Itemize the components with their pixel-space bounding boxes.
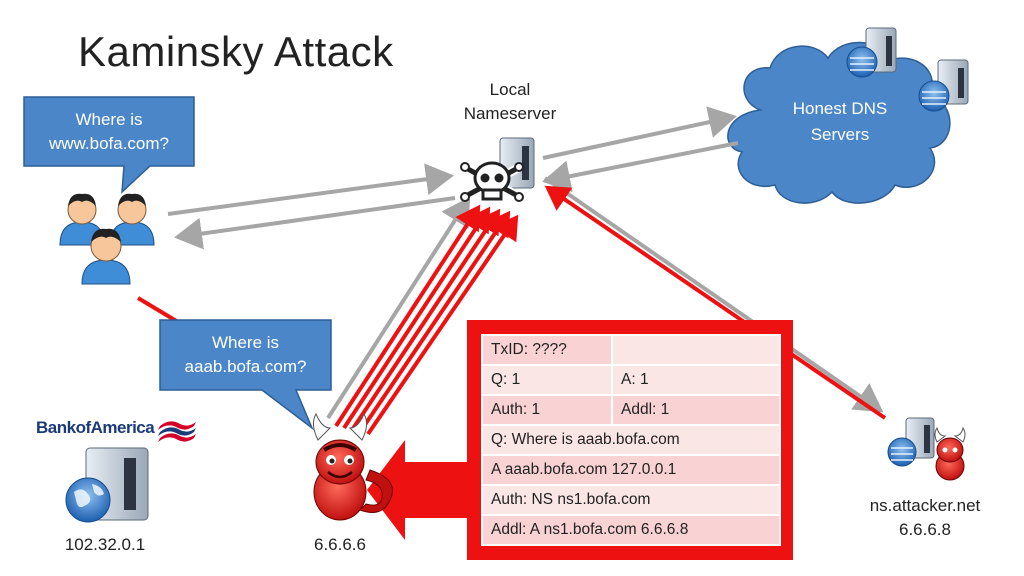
user-speech-bubble	[23, 96, 195, 194]
user-bubble-line1: Where is	[75, 110, 143, 129]
packet-field: TxID: ????	[481, 334, 613, 366]
packet-row: TxID: ????	[481, 334, 781, 366]
spoof-arrow	[366, 214, 519, 436]
attacker-ip-label: 6.6.6.6	[314, 535, 366, 554]
honest-dns-line2: Servers	[810, 125, 870, 144]
packet-row: A aaab.bofa.com 127.0.0.1	[481, 454, 781, 486]
spoof-arrow	[342, 206, 491, 430]
query-arrow	[167, 163, 454, 216]
spoof-arrow	[358, 210, 511, 434]
spoof-arrow	[350, 208, 501, 432]
users-icon	[59, 193, 155, 285]
attacker-query-arrow	[326, 196, 471, 420]
attacker-speech-bubble	[159, 319, 332, 431]
packet-field: Addl: A ns1.bofa.com 6.6.6.8	[481, 514, 781, 546]
packet-field: Auth: 1	[481, 394, 613, 426]
packet-row: Q: 1 A: 1	[481, 364, 781, 396]
ns-query-arrow	[543, 176, 884, 413]
packet-row: Auth: NS ns1.bofa.com	[481, 484, 781, 516]
honest-dns-label: Honest DNS Servers	[770, 96, 910, 148]
spoof-arrow	[334, 204, 481, 428]
attacker-ns-name: ns.attacker.net	[869, 496, 981, 515]
dns-server-icon	[918, 59, 969, 112]
ns-spoof-arrow	[544, 185, 887, 420]
devil-icon	[312, 412, 393, 521]
packet-field: A: 1	[611, 364, 781, 396]
packet-field	[611, 334, 781, 366]
honest-response-arrow	[542, 141, 739, 193]
attacker-bubble-line1: Where is	[211, 333, 280, 352]
spoofed-dns-packet: TxID: ???? Q: 1 A: 1 Auth: 1 Addl: 1 Q: …	[467, 320, 793, 560]
forward-query-arrow	[542, 106, 737, 160]
normal-traffic-arrows	[167, 106, 884, 420]
spoofed-response-arrows	[136, 185, 887, 436]
packet-field: Addl: 1	[611, 394, 781, 426]
attacker-bubble-line2: aaab.bofa.com?	[184, 357, 307, 376]
packet-fields-table: TxID: ???? Q: 1 A: 1 Auth: 1 Addl: 1 Q: …	[481, 334, 781, 546]
user-bubble-text: Where is www.bofa.com?	[24, 108, 194, 156]
dns-server-icon	[846, 27, 897, 78]
attacker-server-icon	[887, 417, 935, 467]
attacker-ns-label: ns.attacker.net 6.6.6.8	[850, 494, 1000, 542]
attacker-link-line	[136, 296, 180, 324]
user-bubble-line2: www.bofa.com?	[49, 134, 169, 153]
packet-callout-arrow	[367, 440, 467, 540]
local-nameserver-label: Local Nameserver	[440, 78, 580, 126]
local-nameserver-line2: Nameserver	[463, 104, 557, 123]
packet-row: Q: Where is aaab.bofa.com	[481, 424, 781, 456]
packet-row: Auth: 1 Addl: 1	[481, 394, 781, 426]
bank-logo-text: BankofAmerica	[36, 418, 155, 437]
attacker-bubble-text: Where is aaab.bofa.com?	[160, 331, 331, 379]
bank-logo-flag-icon	[158, 421, 196, 442]
small-devil-icon	[934, 426, 966, 481]
server-skull-icon	[460, 137, 535, 202]
response-arrow	[174, 196, 456, 250]
packet-field: Auth: NS ns1.bofa.com	[481, 484, 781, 516]
packet-field: Q: 1	[481, 364, 613, 396]
bank-ip-label: 102.32.0.1	[64, 535, 146, 554]
globe-server-icon	[65, 447, 149, 523]
local-nameserver-line1: Local	[489, 80, 531, 99]
attacker-ns-ip: 6.6.6.8	[899, 520, 951, 539]
packet-row: Addl: A ns1.bofa.com 6.6.6.8	[481, 514, 781, 546]
packet-field: A aaab.bofa.com 127.0.0.1	[481, 454, 781, 486]
slide-title: Kaminsky Attack	[78, 28, 394, 75]
packet-field: Q: Where is aaab.bofa.com	[481, 424, 781, 456]
honest-dns-line1: Honest DNS	[792, 99, 888, 118]
honest-dns-cloud	[727, 41, 951, 204]
